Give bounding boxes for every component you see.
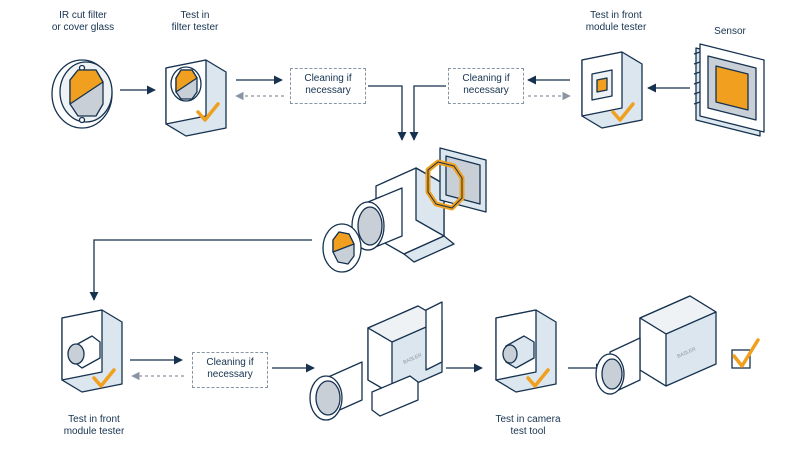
label-camera-test-tool: Test in camera test tool [495,414,561,437]
cleaning-box-top-left: Cleaning if necessary [290,68,366,104]
label-sensor: Sensor [714,26,746,37]
camera-icon: BASLER [309,301,443,421]
ir-cut-filter-icon [51,59,113,129]
arrow-cleaning-to-assembly-right [409,85,446,141]
filter-tester-icon [165,59,227,137]
exploded-camera-assembly-icon [322,147,487,273]
front-module-tester-icon [61,309,123,393]
arrow-assembly-to-front-tester [89,239,312,301]
label-front-tester-bottom: Test in front module tester [63,414,125,437]
cleaning-box-bottom: Cleaning if necessary [192,352,268,388]
label-front-tester-top: Test in front module tester [585,10,647,33]
camera-icon: BASLER [595,295,717,395]
label-ir-cut-filter: IR cut filter or cover glass [51,10,115,33]
arrow-cleaning-to-assembly-left [368,85,407,141]
camera-test-tool-icon [495,309,557,393]
checkmark-icon [731,338,760,369]
label-filter-tester: Test in filter tester [171,10,219,33]
cleaning-box-top-right: Cleaning if necessary [448,68,524,104]
checkmark-icon [611,102,635,122]
checkmark-icon [196,102,220,122]
checkmark-icon [92,368,116,388]
image-sensor-icon [693,43,765,137]
front-module-tester-icon [581,51,643,129]
checkmark-icon [526,368,550,388]
